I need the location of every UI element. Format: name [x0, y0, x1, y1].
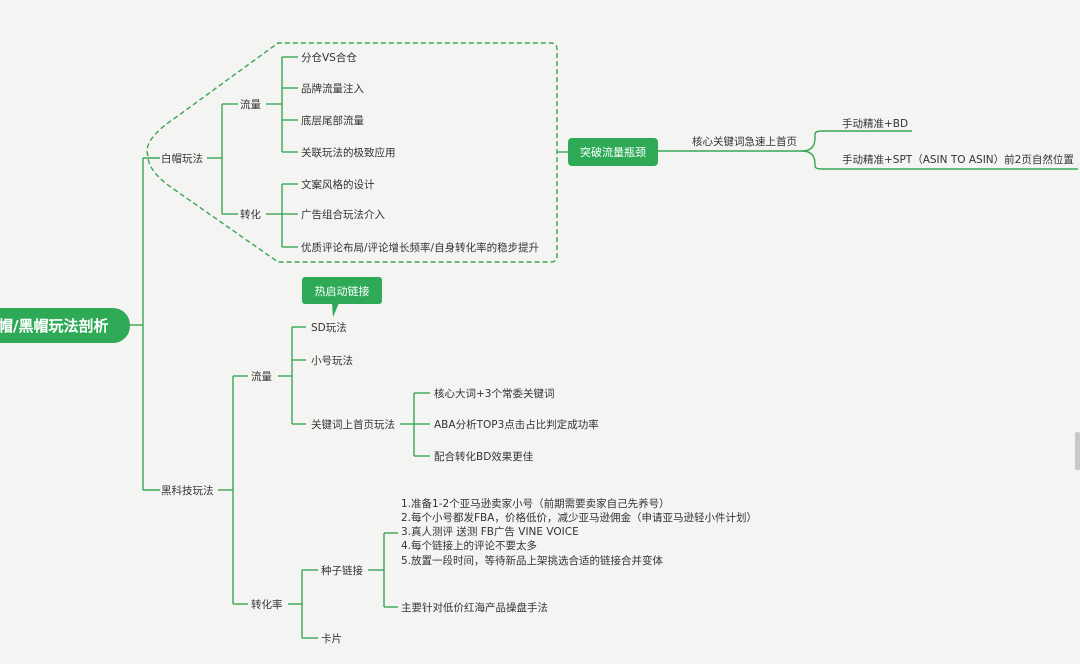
seed-step-1: 1.准备1-2个亚马逊卖家小号（前期需要卖家自己先养号） [401, 497, 670, 510]
node-ad-combination[interactable]: 广告组合玩法介入 [301, 208, 385, 221]
node-aba-analysis[interactable]: ABA分析TOP3点击占比判定成功率 [434, 418, 599, 431]
seed-step-4: 4.每个链接上的评论不要太多 [401, 539, 537, 552]
hot-start-label: 热启动链接 [315, 284, 370, 298]
node-manual-exact-spt[interactable]: 手动精准+SPT（ASIN TO ASIN）前2页自然位置 [842, 153, 1074, 166]
node-white-hat[interactable]: 白帽玩法 [161, 152, 203, 165]
node-bd-conversion[interactable]: 配合转化BD效果更佳 [434, 450, 534, 463]
node-brand-traffic[interactable]: 品牌流量注入 [301, 82, 364, 95]
node-alt-account-play[interactable]: 小号玩法 [311, 354, 353, 367]
seed-steps-block[interactable]: 1.准备1-2个亚马逊卖家小号（前期需要卖家自己先养号） 2.每个小号都发FBA… [401, 497, 757, 567]
edge-label-keyword-first-page: 核心关键词急速上首页 [692, 135, 797, 148]
node-seed-link[interactable]: 种子链接 [321, 564, 363, 577]
breakthrough-node[interactable]: 突破流量瓶颈 [568, 138, 658, 166]
seed-step-3: 3.真人测评 送测 FB广告 VINE VOICE [401, 525, 579, 538]
node-white-hat-conversion[interactable]: 转化 [240, 208, 261, 221]
connectors [130, 42, 1078, 639]
node-sd-play[interactable]: SD玩法 [311, 321, 347, 334]
root-node[interactable]: 帽/黑帽玩法剖析 [0, 308, 130, 343]
breakthrough-label: 突破流量瓶颈 [580, 145, 646, 159]
node-black-hat-conversion[interactable]: 转化率 [251, 598, 283, 611]
node-long-tail-traffic[interactable]: 底层尾部流量 [301, 114, 364, 127]
root-label: 帽/黑帽玩法剖析 [0, 317, 108, 335]
node-keyword-first-page-play[interactable]: 关键词上首页玩法 [311, 418, 395, 431]
node-core-keywords[interactable]: 核心大词+3个常委关键词 [434, 387, 554, 400]
hot-start-callout[interactable]: 热启动链接 [302, 277, 382, 317]
node-low-price-red-ocean[interactable]: 主要针对低价红海产品操盘手法 [401, 601, 548, 614]
node-review-layout[interactable]: 优质评论布局/评论增长频率/自身转化率的稳步提升 [301, 241, 539, 254]
node-split-vs-merge[interactable]: 分仓VS合仓 [301, 51, 357, 64]
node-card[interactable]: 卡片 [321, 632, 342, 645]
node-black-hat-traffic[interactable]: 流量 [251, 370, 272, 383]
seed-step-2: 2.每个小号都发FBA，价格低价，减少亚马逊佣金（申请亚马逊轻小件计划） [401, 511, 757, 524]
node-copy-style[interactable]: 文案风格的设计 [301, 178, 375, 191]
node-black-hat[interactable]: 黑科技玩法 [161, 484, 214, 497]
node-manual-exact-bd[interactable]: 手动精准+BD [842, 117, 908, 130]
seed-step-5: 5.放置一段时间，等待新品上架挑选合适的链接合并变体 [401, 554, 664, 567]
scrollbar-handle[interactable] [1075, 432, 1080, 470]
node-association-play[interactable]: 关联玩法的极致应用 [301, 146, 396, 159]
node-white-hat-traffic[interactable]: 流量 [240, 98, 261, 111]
